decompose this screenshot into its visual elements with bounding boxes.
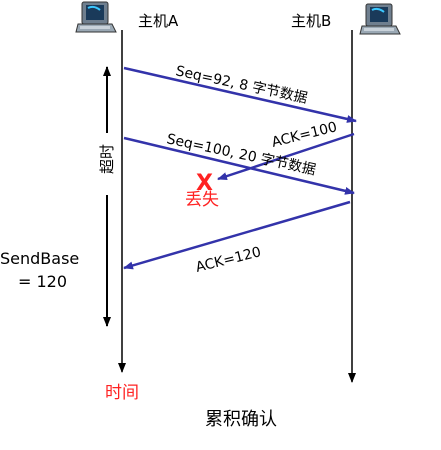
seq2-arrow: [123, 136, 355, 195]
caption: 累积确认: [205, 409, 277, 430]
seq1-arrow: [123, 66, 357, 123]
computer-icon: [75, 1, 117, 33]
timeout-label: 超时: [98, 144, 116, 174]
ack2-label: ACK=120: [194, 244, 263, 276]
host-b-label: 主机B: [291, 12, 331, 30]
lost-mark: X: [196, 171, 213, 196]
sendbase-label-line1: SendBase: [0, 249, 79, 268]
ack1-arrow: [217, 132, 355, 181]
computer-icon: [359, 3, 401, 35]
ack2-arrow: [123, 200, 351, 270]
host-a-label: 主机A: [138, 12, 179, 30]
lost-label: 丢失: [185, 190, 219, 210]
ack1-label: ACK=100: [270, 119, 339, 151]
sendbase-label-line2: = 120: [18, 272, 67, 291]
time-label: 时间: [105, 383, 139, 403]
